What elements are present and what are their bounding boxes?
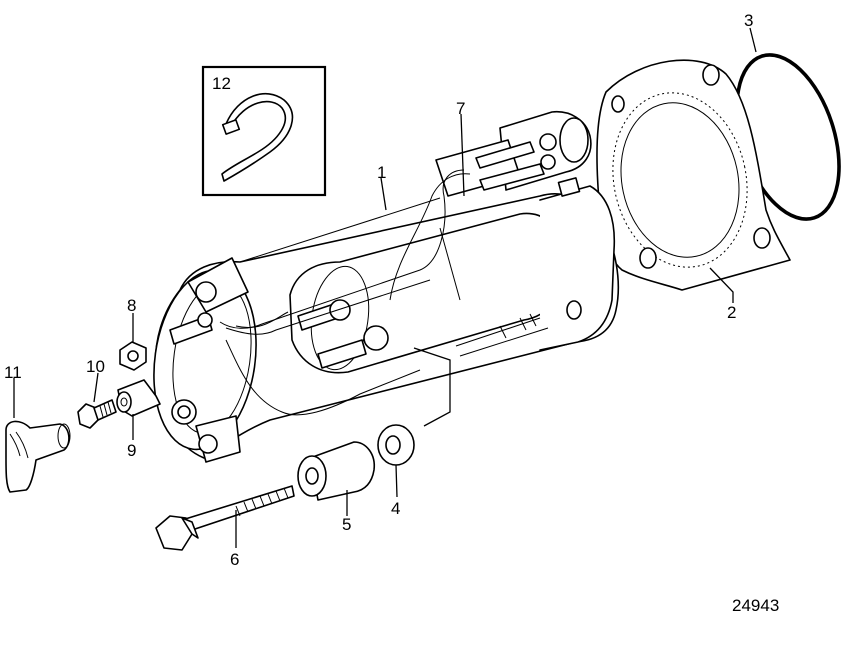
washer — [377, 424, 415, 466]
hex-nut — [119, 341, 147, 371]
small-bolt — [77, 399, 117, 429]
mounting-flange — [596, 59, 791, 291]
long-bolt — [155, 485, 295, 551]
callout-10: 10 — [86, 357, 105, 376]
sleeve-nut — [116, 379, 161, 417]
cable-tie-inset — [201, 65, 327, 197]
spacer-sleeve — [297, 441, 376, 501]
callout-4: 4 — [391, 499, 400, 518]
callout-12: 12 — [212, 74, 231, 93]
starter-motor — [153, 111, 620, 463]
callout-5: 5 — [342, 515, 351, 534]
callout-7: 7 — [456, 99, 465, 118]
drawing-number: 24943 — [732, 596, 779, 615]
rubber-boot — [5, 420, 71, 493]
callout-1: 1 — [377, 163, 386, 182]
callout-labels: 1 2 3 4 5 6 7 8 9 10 11 12 24943 — [4, 11, 779, 615]
callout-9: 9 — [127, 441, 136, 460]
callout-2: 2 — [727, 303, 736, 322]
callout-3: 3 — [744, 11, 753, 30]
leader-lines — [13, 27, 757, 548]
callout-8: 8 — [127, 296, 136, 315]
callout-11: 11 — [4, 363, 22, 382]
callout-6: 6 — [230, 550, 239, 569]
